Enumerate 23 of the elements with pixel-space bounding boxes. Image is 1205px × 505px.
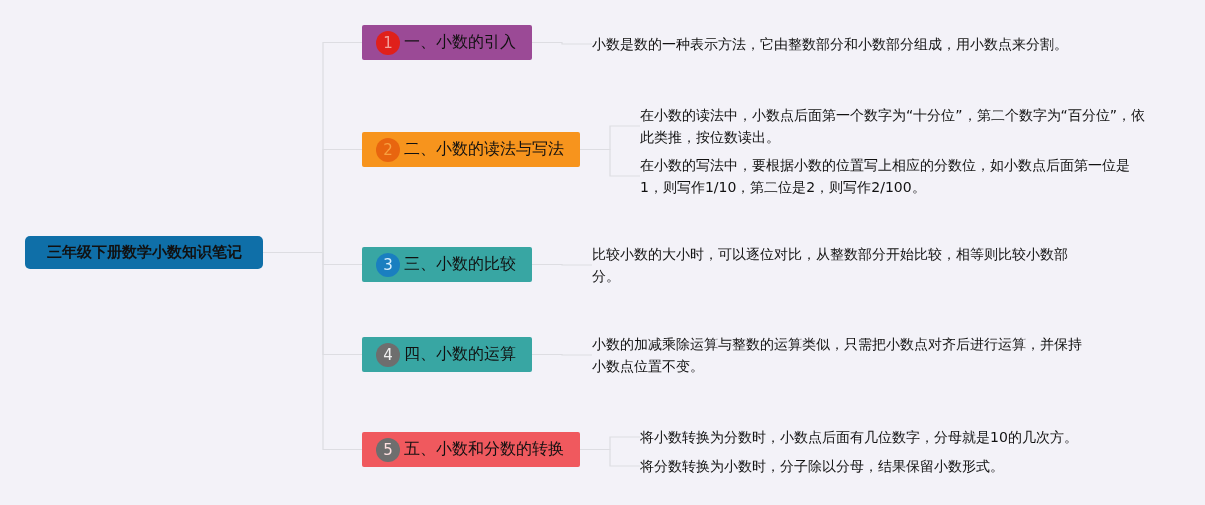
topic-box	[362, 432, 580, 467]
note-text: 小数是数的一种表示方法，它由整数部分和小数部分组成，用小数点来分割。	[592, 32, 1132, 56]
note-text: 将小数转换为分数时，小数点后面有几位数字，分母就是10的几次方。	[640, 425, 1100, 449]
topic-title: 四、小数的运算	[404, 344, 516, 365]
root-box: 三年级下册数学小数知识笔记	[25, 236, 263, 269]
note-text: 在小数的写法中，要根据小数的位置写上相应的分数位，如小数点后面第一位是1，则写作1/10，第二位是2，则写作2/100。	[640, 153, 1140, 199]
number-badge: 4	[376, 342, 400, 367]
topic-box	[362, 247, 532, 282]
number-badge: 1	[376, 30, 400, 55]
topic-box	[362, 25, 532, 60]
number-badge: 3	[376, 252, 400, 277]
note-text: 比较小数的大小时，可以逐位对比，从整数部分开始比较，相等则比较小数部分。	[592, 242, 1078, 288]
topic-title: 二、小数的读法与写法	[404, 139, 564, 160]
topic-title: 一、小数的引入	[404, 32, 516, 53]
topic-box	[362, 337, 532, 372]
topic-box	[362, 132, 580, 167]
note-text: 将分数转换为小数时，分子除以分母，结果保留小数形式。	[640, 454, 1100, 478]
note-text: 小数的加减乘除运算与整数的运算类似，只需把小数点对齐后进行运算，并保持小数点位置不变。	[592, 332, 1092, 378]
number-badge: 2	[376, 137, 400, 162]
topic-title: 五、小数和分数的转换	[404, 439, 564, 460]
note-text: 在小数的读法中，小数点后面第一个数字为“十分位”，第二个数字为“百分位”，依此类推，按位数读出。	[640, 103, 1152, 149]
topic-title: 三、小数的比较	[404, 254, 516, 275]
number-badge: 5	[376, 437, 400, 462]
